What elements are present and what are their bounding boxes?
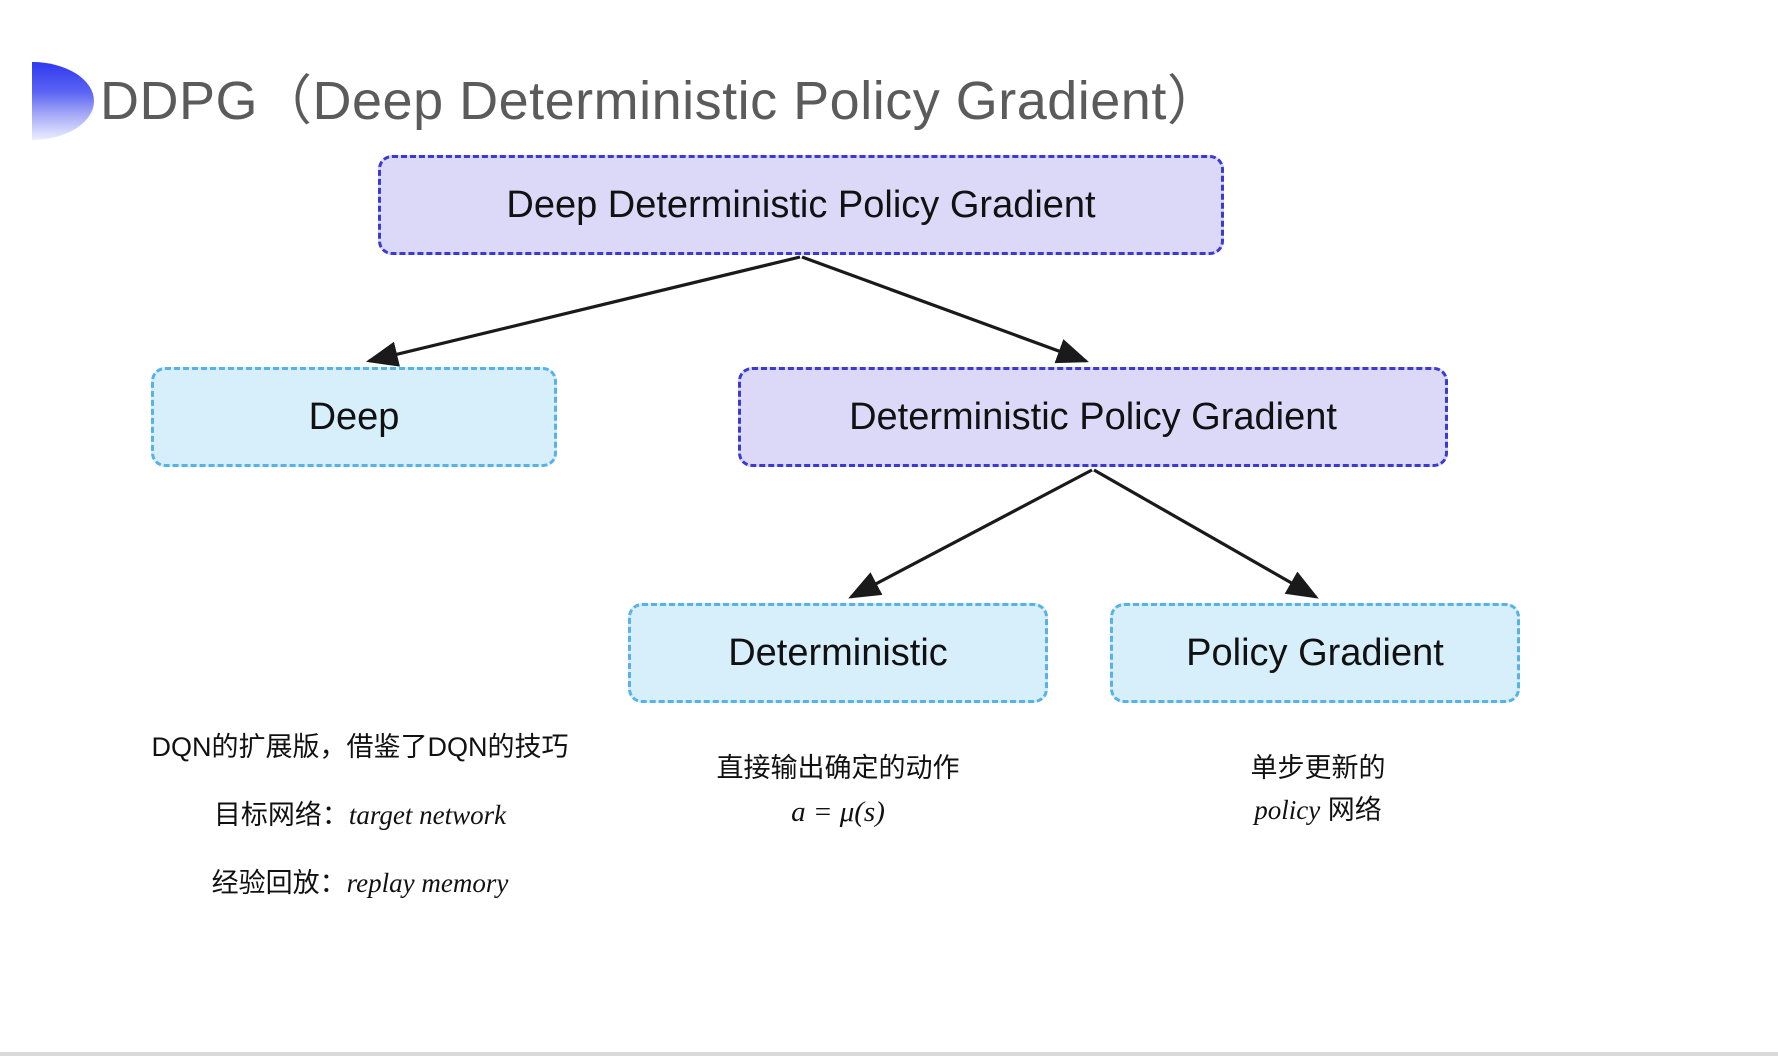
node-deep-deterministic-policy-gradient[interactable]: Deep Deterministic Policy Gradient	[378, 155, 1224, 255]
caption-policy-gradient-line-2: policy 网络	[1128, 790, 1508, 832]
node-label: Policy Gradient	[1186, 631, 1444, 674]
caption-deep-line-2-prefix: 目标网络：	[213, 799, 349, 830]
caption-deep-line-2: 目标网络：target network	[60, 795, 660, 837]
caption-policy-gradient-suffix: 网络	[1320, 794, 1382, 825]
caption-policy-gradient-term: policy	[1254, 794, 1321, 825]
node-deterministic-policy-gradient[interactable]: Deterministic Policy Gradient	[738, 367, 1448, 467]
caption-deterministic: 直接输出确定的动作 a = μ(s)	[648, 748, 1028, 835]
caption-policy-gradient-line-1: 单步更新的	[1250, 753, 1386, 783]
node-label: Deep	[308, 395, 400, 438]
caption-deterministic-formula: a = μ(s)	[791, 795, 885, 828]
edge-dpg-to-deterministic	[848, 468, 1093, 599]
caption-deep-line-3-prefix: 经验回放：	[211, 867, 347, 898]
node-deep[interactable]: Deep	[151, 367, 557, 467]
edge-dpg-to-policy-gradient	[1093, 468, 1319, 599]
node-deterministic[interactable]: Deterministic	[628, 603, 1048, 703]
caption-policy-gradient: 单步更新的 policy 网络	[1128, 748, 1508, 832]
half-circle-gradient-icon	[32, 62, 94, 140]
edge-root-to-deep	[365, 255, 801, 367]
caption-deep-line-3: 经验回放：replay memory	[60, 863, 660, 905]
caption-deep: DQN的扩展版，借鉴了DQN的技巧 目标网络：target network 经验…	[60, 727, 660, 905]
edge-root-to-dpg	[801, 255, 1090, 364]
slide-bottom-rule	[0, 1052, 1778, 1056]
node-label: Deterministic	[728, 631, 948, 674]
node-policy-gradient[interactable]: Policy Gradient	[1110, 603, 1520, 703]
caption-deep-line-3-term: replay memory	[346, 867, 509, 898]
node-label: Deep Deterministic Policy Gradient	[506, 183, 1096, 226]
caption-deep-line-1: DQN的扩展版，借鉴了DQN的技巧	[151, 732, 569, 762]
caption-deterministic-line-1: 直接输出确定的动作	[716, 753, 960, 783]
page-title: DDPG（Deep Deterministic Policy Gradient）	[100, 71, 1222, 131]
node-label: Deterministic Policy Gradient	[849, 395, 1337, 438]
caption-deep-line-2-term: target network	[348, 799, 507, 830]
